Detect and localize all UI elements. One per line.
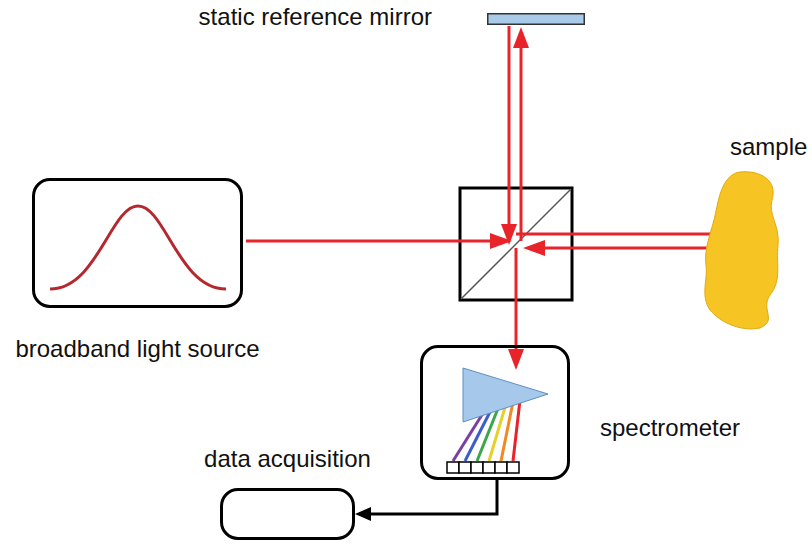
node-label: data acquisition (204, 446, 371, 472)
node-label: spectrometer (600, 415, 740, 441)
blob-art (700, 170, 782, 330)
mirror-art (487, 13, 585, 25)
node-label: sample (730, 134, 807, 160)
light-source-box: broadband light source (32, 178, 243, 308)
sample-blob: sample (700, 170, 782, 330)
data-acquisition-box: data acquisition (220, 488, 355, 540)
light-beams (246, 26, 738, 352)
beam-arrowheads (490, 27, 740, 370)
gauss-art (35, 181, 240, 305)
signal-connector (355, 480, 497, 521)
reference-mirror: static reference mirror (487, 13, 585, 25)
node-label: static reference mirror (199, 4, 432, 30)
spectrometer-box: spectrometer (420, 345, 570, 480)
node-label: broadband light source (15, 336, 259, 362)
spectro-art (423, 348, 567, 477)
